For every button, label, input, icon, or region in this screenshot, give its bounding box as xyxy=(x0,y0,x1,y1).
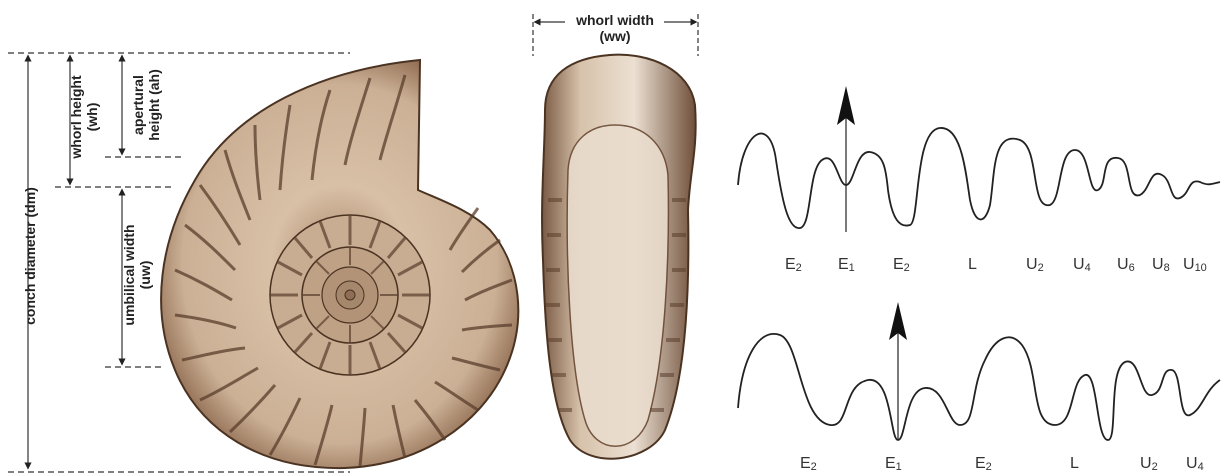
suture-bottom-label-e2-right: E2 xyxy=(975,455,992,473)
suture-top-label-e2-right: E2 xyxy=(893,256,910,274)
suture-top-label-u2: U2 xyxy=(1026,256,1044,274)
suture-bottom-label-u4: U4 xyxy=(1186,455,1204,473)
whorl-height-label: whorl height (wh) xyxy=(68,67,102,167)
suture-top-label-e2-left: E2 xyxy=(785,256,802,274)
suture-top-label-u8: U8 xyxy=(1152,256,1170,274)
suture-bottom-label-e1: E1 xyxy=(885,455,902,473)
suture-top-label-u6: U6 xyxy=(1117,256,1135,274)
suture-line-top xyxy=(738,128,1220,228)
whorl-width-label: whorl width (ww) xyxy=(560,12,670,44)
suture-bottom-label-e2-left: E2 xyxy=(800,455,817,473)
suture-bottom-label-l: L xyxy=(1070,455,1079,473)
umbilical-width-label: umbilical width (uw) xyxy=(121,205,155,345)
suture-top-label-e1: E1 xyxy=(838,256,855,274)
conch-diameter-label: conch diameter (dm) xyxy=(22,166,38,346)
ammonite-lateral-view xyxy=(161,60,518,468)
suture-top-label-l: L xyxy=(968,256,977,274)
suture-bottom-label-u2: U2 xyxy=(1140,455,1158,473)
suture-line-bottom xyxy=(738,334,1220,440)
suture-top-label-u10: U10 xyxy=(1183,256,1207,274)
suture-top-label-u4: U4 xyxy=(1073,256,1091,274)
suture-arrow-top xyxy=(837,86,855,232)
ammonite-ventral-view xyxy=(533,14,698,459)
apertural-height-label: apertural height (ah) xyxy=(130,50,164,160)
